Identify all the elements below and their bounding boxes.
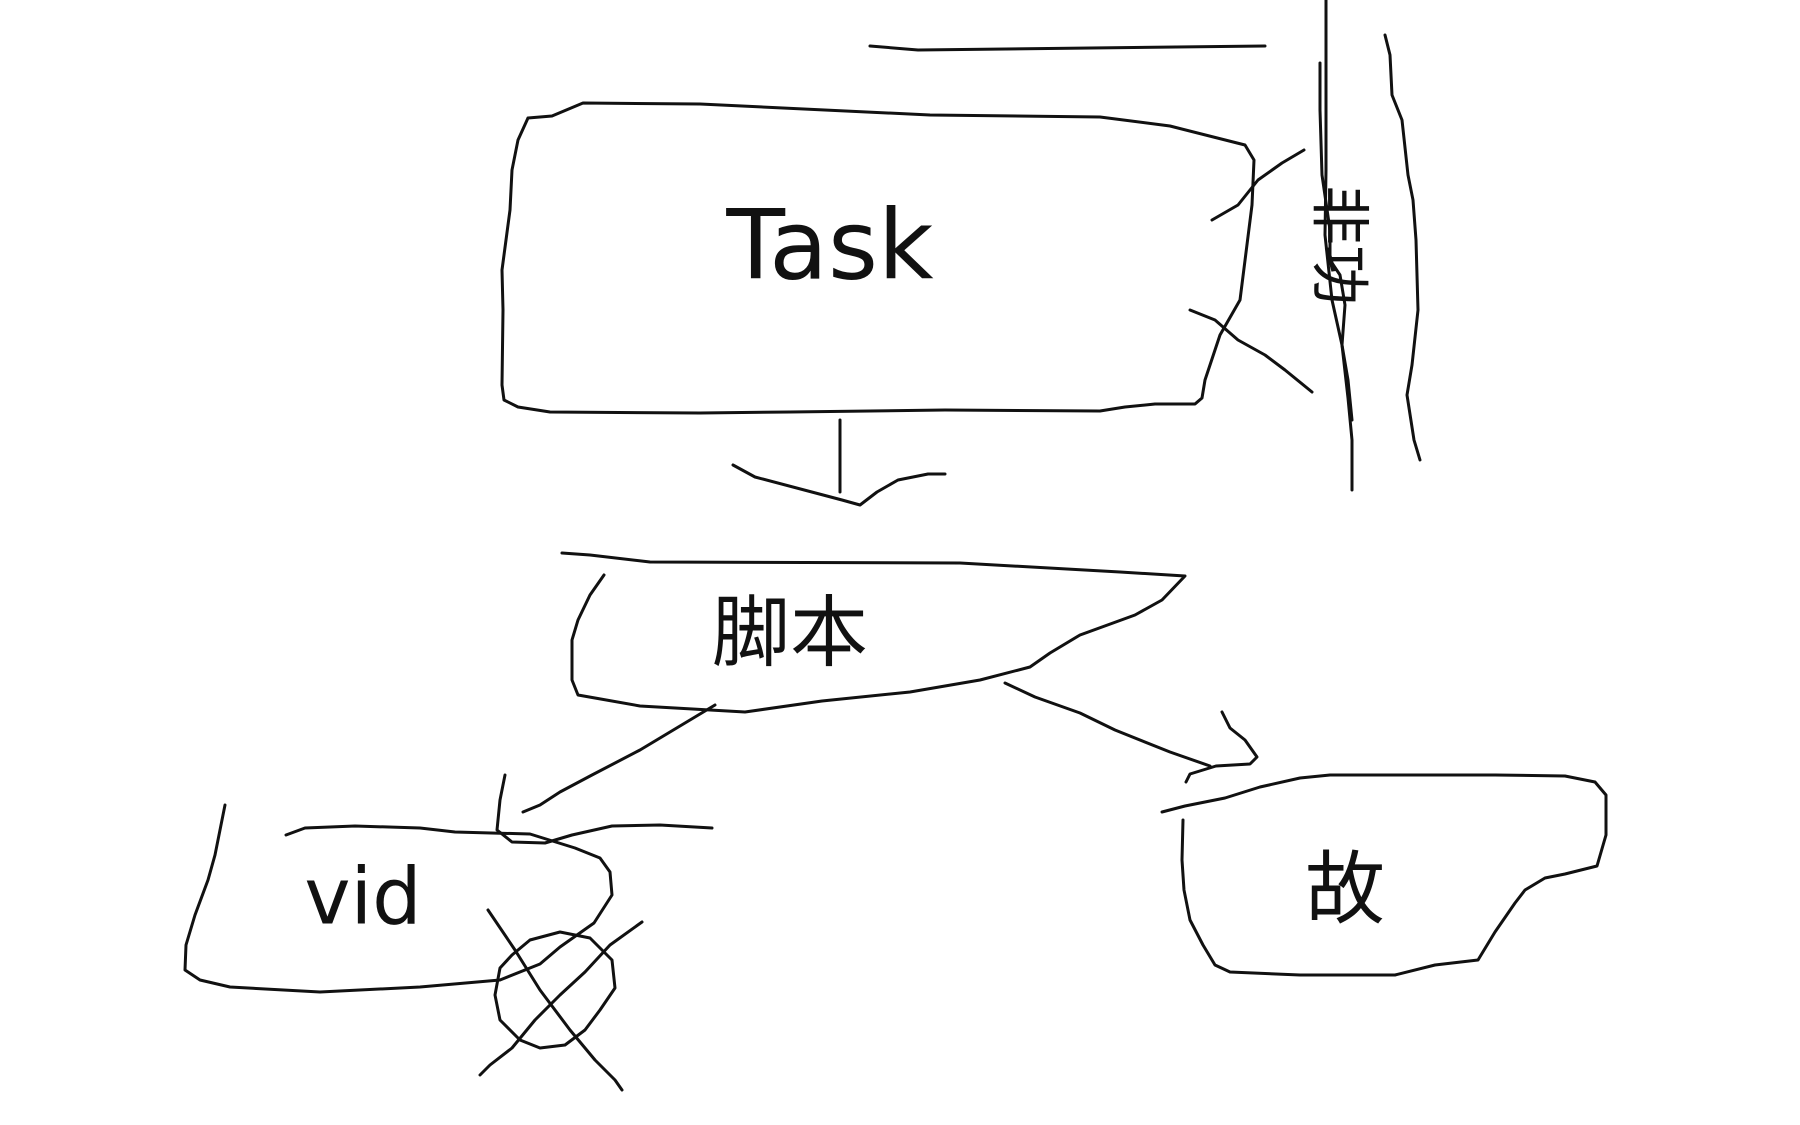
arrowhead-vid	[495, 773, 714, 845]
task-side-scribble	[1210, 148, 1306, 222]
node-box-jiaoben	[560, 551, 1187, 714]
side-rail-left	[1323, 0, 1354, 492]
edge-jiaoben-to-gu	[1003, 681, 1212, 768]
cross-out-circle-icon	[493, 930, 617, 1050]
side-inner-stroke	[1318, 61, 1354, 422]
node-box-task	[500, 101, 1256, 415]
node-box-vid	[183, 803, 614, 994]
node-box-gu	[1160, 773, 1608, 977]
node-label-task: Task	[725, 189, 934, 301]
arrowhead-gu	[1184, 710, 1259, 784]
side-note-label: 非功	[1303, 185, 1373, 305]
task-side-scribble-b	[1188, 308, 1314, 394]
cross-out-line-b	[478, 920, 644, 1077]
side-rail-right	[1383, 33, 1422, 462]
cross-out-line-a	[486, 908, 624, 1092]
node-label-gu: 故	[1305, 843, 1385, 936]
edge-jiaoben-to-vid	[521, 703, 717, 814]
node-label-vid: vid	[304, 852, 421, 942]
node-label-jiaoben: 脚本	[712, 588, 868, 678]
top-stroke	[868, 44, 1267, 52]
arrowhead-jiaoben	[731, 463, 947, 507]
